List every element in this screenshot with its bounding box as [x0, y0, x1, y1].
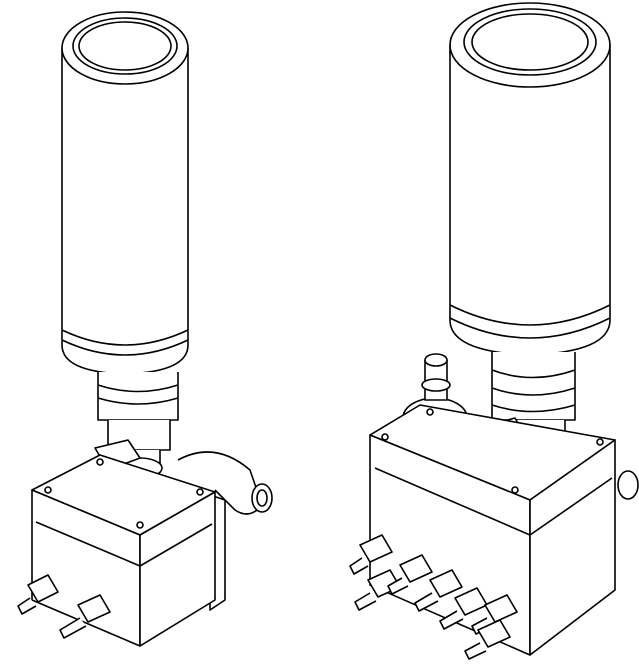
- left-cylinder: [62, 12, 188, 374]
- left-hose-fittings: [18, 575, 110, 638]
- right-hose-fittings: [350, 535, 517, 659]
- left-mount-block: [32, 455, 215, 646]
- right-mount-block: [370, 405, 638, 655]
- right-unit: [350, 3, 638, 659]
- left-unit: [18, 12, 272, 646]
- right-cylinder: [450, 3, 610, 355]
